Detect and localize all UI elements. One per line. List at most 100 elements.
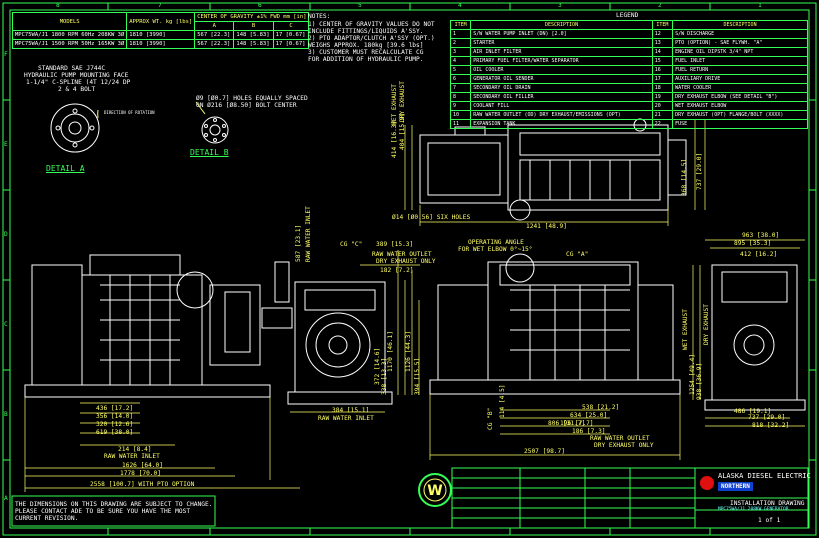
dim-label: 114 [4.5] <box>499 384 506 418</box>
table-cell: SECONDARY OIL FILLER <box>470 92 653 102</box>
table-cell: 9 <box>449 101 472 111</box>
dim-label: 320 [12.6] <box>96 421 134 428</box>
dim-label: 414 [16.3] <box>391 120 398 158</box>
table-cell: PTO (OPTION) - SAE FLYWH. "A" <box>672 38 808 48</box>
disclaimer-line: CURRENT REVISION. <box>15 515 79 522</box>
model-weight-table: MODELS APPROX WT. kg [lbs] CENTER OF GRA… <box>11 12 310 49</box>
table-cell: AUXILIARY DRIVE <box>672 74 808 84</box>
dim-label: CG "B" <box>487 407 494 430</box>
table-cell: OIL COOLER <box>470 65 653 75</box>
dim-label: 384 [15.1] <box>332 407 370 414</box>
dim-label: 186 [7.3] <box>572 428 606 435</box>
table-cell: 14 <box>651 47 674 57</box>
dim-label: 737 [29.0] <box>696 152 703 190</box>
table-cell: MPC75WA/J1 1800 RPM 60Hz 208KW 3Ø <box>11 30 128 40</box>
detail-a-line: 2 & 4 BOLT <box>58 86 96 93</box>
dim-label: 338 [13.3] <box>381 357 388 395</box>
dim-label: 963 [38.0] <box>742 232 780 239</box>
table-cell: 10 <box>449 110 472 120</box>
table-cell: 148 [5.83] <box>233 39 274 49</box>
col-label: 7 <box>158 2 162 9</box>
table-row: MPC75WA/J1 1800 RPM 60Hz 208KW 3Ø 1810 [… <box>11 30 310 40</box>
col-label: 5 <box>358 2 362 9</box>
note-line: 3) CUSTOMER MUST RECALCULATE CG <box>308 49 424 56</box>
table-cell: AIR INLET FILTER <box>470 47 653 57</box>
detail-b-title: DETAIL B <box>190 148 229 157</box>
brand-logo: NORTHERN <box>718 482 753 491</box>
top-view-dimensions <box>404 120 706 226</box>
table-header: DESCRIPTION <box>470 20 653 30</box>
doc-title: INSTALLATION DRAWING <box>730 500 805 507</box>
title-block-frame <box>451 467 809 529</box>
detail-a-flange <box>50 103 100 153</box>
table-header: DESCRIPTION <box>672 20 808 30</box>
dim-label: 2558 [100.7] WITH PTO OPTION <box>90 481 195 488</box>
dim-label: 1778 [70.0] <box>120 470 161 477</box>
table-cell: 17 [0.67] <box>272 39 310 49</box>
top-view-engine <box>419 118 687 221</box>
dim-label: 1126 [44.3] <box>405 331 412 372</box>
dim-label: DRY EXHAUST ONLY <box>594 442 654 449</box>
dim-label: 619 [38.0] <box>96 429 134 436</box>
dim-label: 938 [36.9] <box>696 362 703 400</box>
rear-view-genset <box>704 264 806 411</box>
right-view-dimensions <box>429 394 681 460</box>
col-label: 8 <box>56 2 60 9</box>
table-cell: 12 <box>651 29 674 39</box>
table-cell: 5 <box>449 65 472 75</box>
dim-label: 1170 [46.1] <box>387 331 394 372</box>
table-cell: DRY EXHAUST ELBOW (SEE DETAIL "B") <box>672 92 808 102</box>
table-header: C <box>272 21 310 31</box>
dim-label: 1241 [48.9] <box>526 223 567 230</box>
disclaimer-line: THE DIMENSIONS ON THIS DRAWING ARE SUBJE… <box>15 501 213 508</box>
table-cell: 8 <box>449 92 472 102</box>
table-cell: S/W WATER PUMP INLET (DN) [2.0] <box>470 29 653 39</box>
dim-label: 182 [7.2] <box>380 267 414 274</box>
dim-label: RAW WATER OUTLET <box>590 435 650 442</box>
table-cell: 4 <box>449 56 472 66</box>
table-cell: FUSE <box>672 119 808 129</box>
detail-b-flange <box>195 101 229 144</box>
dim-label: WET EXHAUST <box>391 84 398 125</box>
row-label: B <box>4 411 8 418</box>
dim-label: RAW WATER INLET <box>104 453 160 460</box>
dim-label: 806 [31.7] <box>548 420 586 427</box>
table-cell: GENERATOR OIL SENDER <box>470 74 653 84</box>
dim-label: CG "C" <box>340 241 363 248</box>
dim-label: CG "A" <box>566 251 589 258</box>
table-cell: RAW WATER OUTLET (OD) DRY EXHAUST/EMISSI… <box>470 110 653 120</box>
table-cell: STARTER <box>470 38 653 48</box>
table-cell: 18 <box>651 83 674 93</box>
table-cell: 16 <box>651 65 674 75</box>
note-line: INCLUDE FITTINGS/LIQUIDS A'SSY. <box>308 28 424 35</box>
note-line: 2) PTO ADAPTOR/CLUTCH A'SSY (OPT.) <box>308 35 435 42</box>
table-cell: COOLANT FILL <box>470 101 653 111</box>
grid-ticks <box>3 3 816 535</box>
col-label: 1 <box>758 2 762 9</box>
col-label: 2 <box>658 2 662 9</box>
sheet-number: 1 of 1 <box>758 517 781 524</box>
table-cell: 6 <box>449 74 472 84</box>
legend-title: LEGEND <box>616 12 639 19</box>
table-cell: 20 <box>651 101 674 111</box>
table-cell: 567 [22.3] <box>194 39 235 49</box>
w-logo: W <box>418 473 452 507</box>
detail-b-line: ON Ø216 [Ø8.50] BOLT CENTER <box>196 102 297 109</box>
table-cell: S/W DISCHARGE <box>672 29 808 39</box>
dim-label: 737 [29.0] <box>748 414 786 421</box>
row-label: F <box>4 51 8 58</box>
col-label: 4 <box>458 2 462 9</box>
dim-label: Ø14 [Ø0.56] SIX HOLES <box>392 214 471 221</box>
table-cell: MPC75WA/J1 1500 RPM 50Hz 165KW 3Ø <box>11 39 128 49</box>
table-cell: 22 <box>651 119 674 129</box>
dim-label: 412 [16.2] <box>740 251 778 258</box>
row-label: A <box>4 495 8 502</box>
